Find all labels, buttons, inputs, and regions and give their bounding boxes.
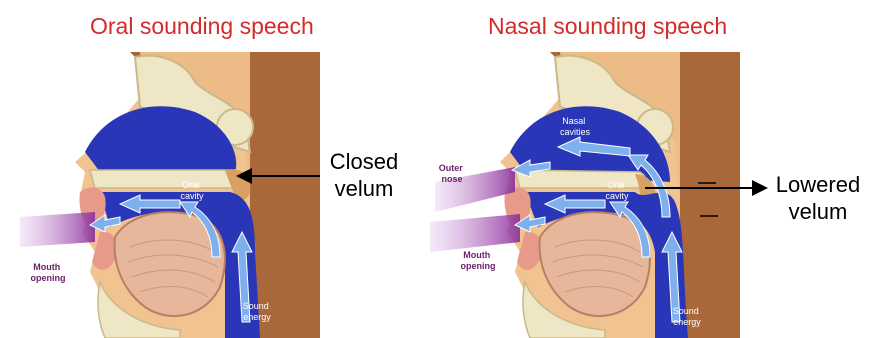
- mouth-airflow: [430, 214, 520, 252]
- sound-energy-label: Sound: [673, 306, 699, 316]
- svg-text:Mouth opening: Mouth opening: [461, 250, 496, 271]
- mouth-opening-label: Mouth: [33, 262, 60, 272]
- svg-text:Mouth opening: Mouth opening: [31, 262, 66, 283]
- svg-text:Oral cavity: Oral cavity: [605, 180, 629, 201]
- svg-text:Oral cavity: Oral cavity: [180, 180, 204, 201]
- mouth-airflow: [20, 212, 95, 247]
- svg-text:Sound energy: Sound energy: [243, 301, 272, 322]
- oral-cavity-label: Oral: [607, 180, 624, 190]
- nasal-cavities-label: Nasal: [562, 116, 585, 126]
- hard-palate: [90, 170, 240, 188]
- nasal-speech-diagram: Nasal cavities Outer nose Oral cavity Mo…: [430, 52, 740, 338]
- oral-cavity-label: Oral: [182, 180, 199, 190]
- lowered-velum-label: Lowered velum: [768, 171, 868, 225]
- title-oral-speech: Oral sounding speech: [90, 13, 314, 40]
- mouth-opening-label: Mouth: [463, 250, 490, 260]
- oral-speech-diagram: Oral cavity Mouth opening Sound energy: [20, 52, 320, 338]
- svg-text:Outer nose: Outer nose: [439, 163, 466, 184]
- closed-velum-label: Closed velum: [323, 148, 405, 202]
- title-nasal-speech: Nasal sounding speech: [488, 13, 727, 40]
- sound-energy-label: Sound: [243, 301, 269, 311]
- outer-nose-label: Outer: [439, 163, 464, 173]
- svg-text:Nasal cavities: Nasal cavities: [560, 116, 591, 137]
- svg-text:Sound energy: Sound energy: [673, 306, 702, 327]
